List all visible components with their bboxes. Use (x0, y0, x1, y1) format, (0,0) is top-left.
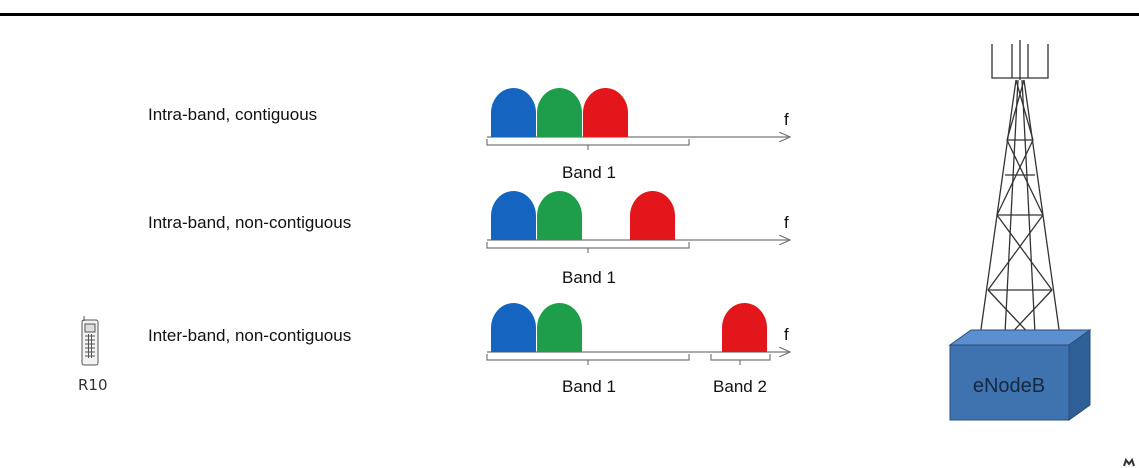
band-label: Band 2 (713, 377, 767, 396)
cell-tower-icon (974, 40, 1066, 373)
carrier-green (537, 88, 582, 137)
frequency-axis-label: f (784, 110, 789, 129)
carrier-green (537, 190, 582, 240)
enodeb-box: eNodeB (948, 329, 1092, 421)
row-intra-noncontiguous: f Band 1 (486, 190, 790, 287)
band-bracket (486, 139, 690, 150)
row-label-inter-noncontiguous: Inter-band, non-contiguous (148, 326, 352, 345)
carrier-blue (491, 88, 536, 137)
row-label-intra-contiguous: Intra-band, contiguous (148, 105, 318, 124)
row-label-intra-noncontiguous: Intra-band, non-contiguous (148, 213, 352, 232)
band-label: Band 1 (562, 268, 616, 287)
enodeb-label: eNodeB (973, 375, 1045, 397)
carrier-green (537, 303, 582, 352)
frequency-axis-label: f (784, 325, 789, 344)
carrier-red (722, 303, 767, 352)
band-bracket (710, 354, 771, 365)
band-bracket (486, 354, 690, 365)
carrier-blue (491, 190, 536, 240)
carrier-red (583, 88, 628, 137)
carrier-blue (491, 303, 536, 352)
band-bracket (486, 242, 690, 253)
band-label: Band 1 (562, 163, 616, 182)
frequency-axis-label: f (784, 213, 789, 232)
device-label: R10 (78, 376, 108, 394)
carrier-red (630, 190, 675, 240)
top-rule (0, 13, 1139, 16)
corner-mark-icon (1123, 457, 1135, 467)
mobile-phone-icon (81, 316, 99, 366)
band-label: Band 1 (562, 377, 616, 396)
row-intra-contiguous: f Band 1 (486, 88, 790, 182)
row-inter-noncontiguous: f Band 1 Band 2 (486, 303, 790, 396)
